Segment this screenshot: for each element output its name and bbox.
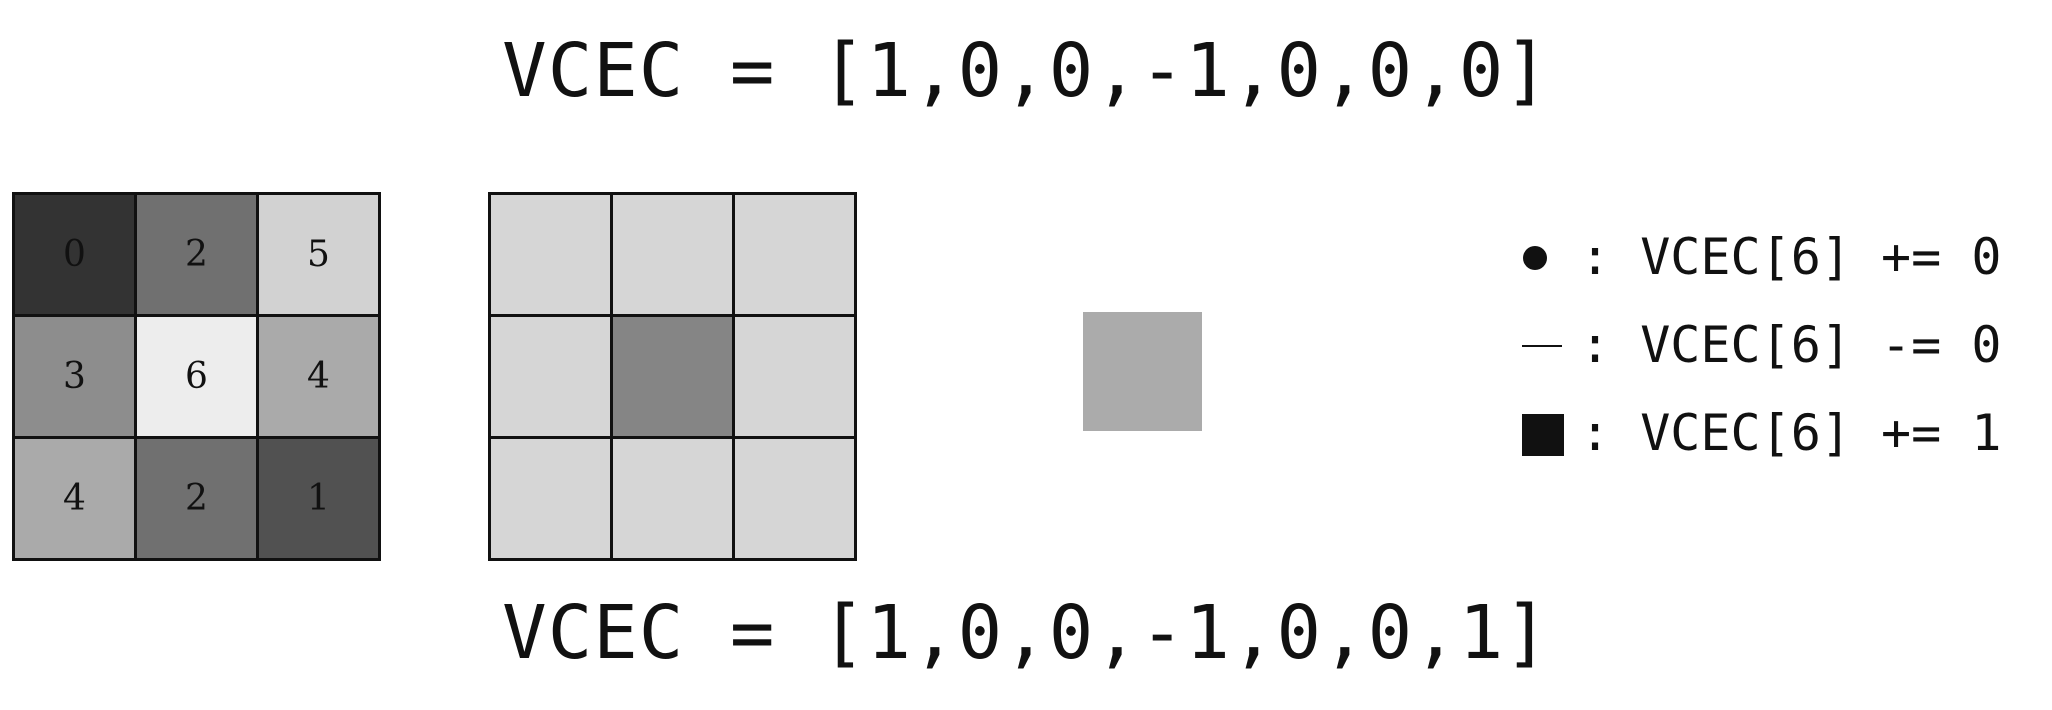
- mask-cell: [735, 439, 854, 558]
- legend-text: : VCEC[6] -= 0: [1580, 316, 2002, 374]
- value-cell: 1: [259, 439, 378, 558]
- mask-grid: [488, 192, 857, 561]
- value-cell: 5: [259, 195, 378, 314]
- legend-row-dot: : VCEC[6] += 0: [1520, 222, 2001, 292]
- legend-row-square: : VCEC[6] += 1: [1520, 398, 2001, 468]
- square-icon: [1520, 398, 1580, 468]
- value-cell: 2: [137, 195, 256, 314]
- value-cell: 4: [15, 439, 134, 558]
- value-cell: 4: [259, 317, 378, 436]
- dash-icon: [1520, 310, 1580, 380]
- mask-cell-center: [613, 317, 732, 436]
- result-square: [1083, 312, 1202, 431]
- dot-icon: [1520, 222, 1580, 292]
- value-grid: 0 2 5 3 6 4 4 2 1: [12, 192, 381, 561]
- vcec-after-label: VCEC = [1,0,0,-1,0,0,1]: [502, 590, 1550, 676]
- mask-cell: [491, 439, 610, 558]
- legend-row-dash: : VCEC[6] -= 0: [1520, 310, 2001, 380]
- legend-text: : VCEC[6] += 1: [1580, 404, 2002, 462]
- mask-cell: [613, 195, 732, 314]
- vcec-before-label: VCEC = [1,0,0,-1,0,0,0]: [502, 28, 1550, 114]
- value-cell-center: 6: [137, 317, 256, 436]
- mask-cell: [491, 195, 610, 314]
- value-cell: 0: [15, 195, 134, 314]
- value-cell: 2: [137, 439, 256, 558]
- value-cell: 3: [15, 317, 134, 436]
- mask-cell: [613, 439, 732, 558]
- mask-cell: [735, 317, 854, 436]
- legend-text: : VCEC[6] += 0: [1580, 228, 2002, 286]
- mask-cell: [735, 195, 854, 314]
- mask-cell: [491, 317, 610, 436]
